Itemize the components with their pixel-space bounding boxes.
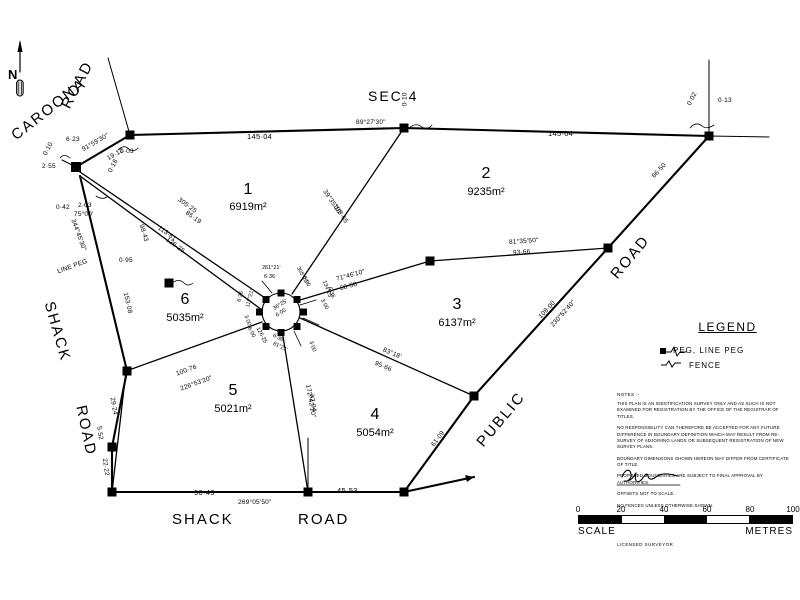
lot-number-1: 1 [243, 181, 253, 198]
offset-013: 0·13 [718, 97, 732, 104]
scale-tick-60: 60 [702, 505, 712, 514]
lot-area-5: 5021m² [214, 403, 252, 415]
note-item-4: PROPOSED BOUNDARIES ARE SUBJECT TO FINAL… [617, 473, 763, 485]
dim-top-right-distance: 145·04 [548, 129, 574, 138]
offset-255: 2·55 [42, 163, 56, 170]
note-item-3: BOUNDARY DIMENSIONS SHOWN HEREON MAY DIF… [617, 455, 789, 467]
lot-area-3: 6137m² [438, 317, 476, 329]
scale-tick-20: 20 [616, 505, 626, 514]
scale-tick-40: 40 [659, 505, 669, 514]
peg-icon [660, 347, 666, 354]
dim-bottom-bearing: 269°05'50" [238, 499, 272, 506]
dim-bottom-distance-2: 45·53 [337, 486, 358, 495]
lot-area-6: 5035m² [166, 312, 204, 324]
note-item-6: NO FENCES UNLESS OTHERWISE SHOWN. [617, 502, 714, 508]
legend-title: LEGEND [698, 320, 757, 334]
legend-row-peg: PEG, LINE PEG [660, 346, 795, 355]
scale-track [578, 515, 793, 524]
cluster-nw-bearing: 261°21' [262, 265, 281, 271]
centre-peg-cluster [256, 280, 320, 347]
dim-top-left-distance: 145·04 [247, 132, 273, 141]
lot-area-1: 6919m² [229, 201, 267, 213]
lot-number-3: 3 [452, 296, 462, 313]
dim-top-bearing: 89°27'30" [356, 119, 386, 126]
cluster-nw-distance: 6·36 [264, 274, 276, 280]
dim-west-distance-3: 5·52 [95, 425, 105, 441]
scale-left-label: SCALE [578, 526, 616, 537]
fence-symbol [664, 346, 687, 357]
scale-ticks: 0 20 40 60 80 100 [575, 505, 800, 515]
fence-icon [660, 360, 682, 370]
scale-right-label: METRES [745, 526, 793, 537]
north-arrow [16, 40, 24, 97]
dim-west-distance-4: 22·22 [100, 457, 111, 477]
scale-bar: 0 20 40 60 80 100 SCALE METRES [575, 505, 800, 537]
offset-leaders [59, 123, 715, 286]
scale-tick-100: 100 [786, 505, 800, 514]
lot-area-2: 9235m² [467, 186, 505, 198]
lot-area-4: 5054m² [356, 427, 394, 439]
section-label: SEC 4 [368, 88, 419, 104]
offset-095: 0·95 [119, 257, 133, 264]
notes-heading: NOTES :- [617, 392, 640, 397]
signature-caption: LICENSED SURVEYOR [617, 542, 674, 548]
lot-number-5: 5 [228, 382, 238, 399]
dim-lot2-south-distance: 93·66 [512, 248, 531, 257]
north-label: N [8, 67, 18, 82]
note-item-1: THIS PLAN IS AN IDENTIFICATION SURVEY ON… [617, 401, 779, 419]
offset-top-010: 0·10 [401, 92, 409, 107]
note-item-5: OFFSETS NOT TO SCALE. [617, 491, 675, 497]
lot-number-4: 4 [370, 406, 380, 423]
scale-footer: SCALE METRES [578, 526, 793, 537]
offset-003: 0·03 [120, 148, 134, 155]
scale-tick-0: 0 [575, 505, 581, 514]
offset-042: 0·42 [56, 204, 70, 211]
lot-number-2: 2 [481, 165, 491, 182]
lot-number-6: 6 [180, 291, 190, 308]
pegs [71, 123, 714, 497]
road-label-shack-bottom-road: ROAD [298, 511, 350, 528]
surveyor-signature [616, 469, 681, 486]
dim-bottom-distance-1: 90·43 [194, 488, 215, 497]
legend-fence-label: FENCE [689, 360, 722, 370]
dim-sw-distance: 2·03 [78, 202, 92, 209]
legend-box: LEGEND PEG, LINE PEG FENCE [660, 320, 795, 370]
offset-623: 6·23 [66, 136, 80, 143]
road-label-shack-bottom: SHACK [172, 511, 234, 528]
legend-peg-label: PEG, LINE PEG [673, 346, 745, 355]
legend-row-fence: FENCE [660, 360, 795, 370]
note-item-2: NO RESPONSIBILITY CAN THEREFORE BE ACCEP… [617, 425, 784, 450]
scale-tick-80: 80 [745, 505, 755, 514]
dim-sw-bearing: 75°00' [74, 211, 94, 218]
